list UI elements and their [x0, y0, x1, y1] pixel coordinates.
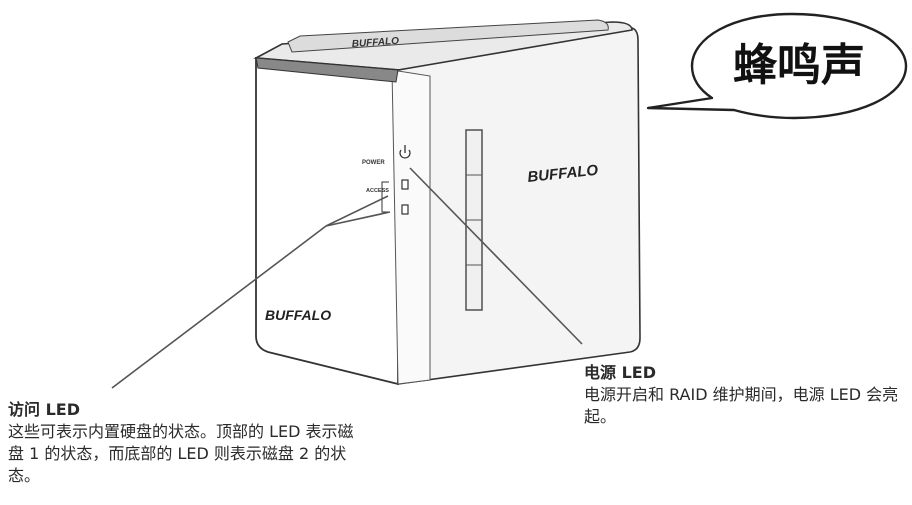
enclosure-side-panel — [397, 27, 641, 385]
drive-enclosure: BUFFALO BUFFALO BUFFALO POWER ACCESS — [253, 19, 641, 386]
power-led-callout: 电源 LED 电源开启和 RAID 维护期间，电源 LED 会亮起。 — [584, 362, 904, 428]
power-led-label: POWER — [362, 160, 385, 166]
speech-bubble-text: 蜂鸣声 — [733, 40, 865, 91]
access-led-title: 访问 LED — [8, 400, 80, 419]
beep-speech-bubble: 蜂鸣声 — [646, 12, 908, 120]
power-leader-line — [409, 167, 583, 345]
access-led-label: ACCESS — [366, 188, 389, 194]
front-vent-strip — [255, 57, 399, 83]
access-leader-branch-top — [325, 195, 389, 227]
access-led-description: 这些可表示内置硬盘的状态。顶部的 LED 表示磁盘 1 的状态，而底部的 LED… — [8, 422, 354, 485]
enclosure-lid — [287, 19, 609, 53]
power-led-title: 电源 LED — [584, 363, 656, 382]
access-led-callout: 访问 LED 这些可表示内置硬盘的状态。顶部的 LED 表示磁盘 1 的状态，而… — [8, 399, 368, 487]
enclosure-front-panel — [255, 57, 399, 386]
speech-bubble-shape — [646, 12, 908, 120]
brand-top-label: BUFFALO — [351, 36, 399, 50]
access-leader-branch-bottom — [325, 211, 391, 227]
front-bevel — [391, 69, 431, 385]
power-led-description: 电源开启和 RAID 维护期间，电源 LED 会亮起。 — [584, 385, 899, 426]
access-bracket — [381, 181, 389, 213]
access-leader-line — [111, 225, 327, 389]
access-led-disk1 — [401, 179, 409, 190]
brand-front-label: BUFFALO — [265, 307, 331, 323]
access-led-disk2 — [401, 204, 409, 215]
power-icon — [399, 145, 411, 159]
